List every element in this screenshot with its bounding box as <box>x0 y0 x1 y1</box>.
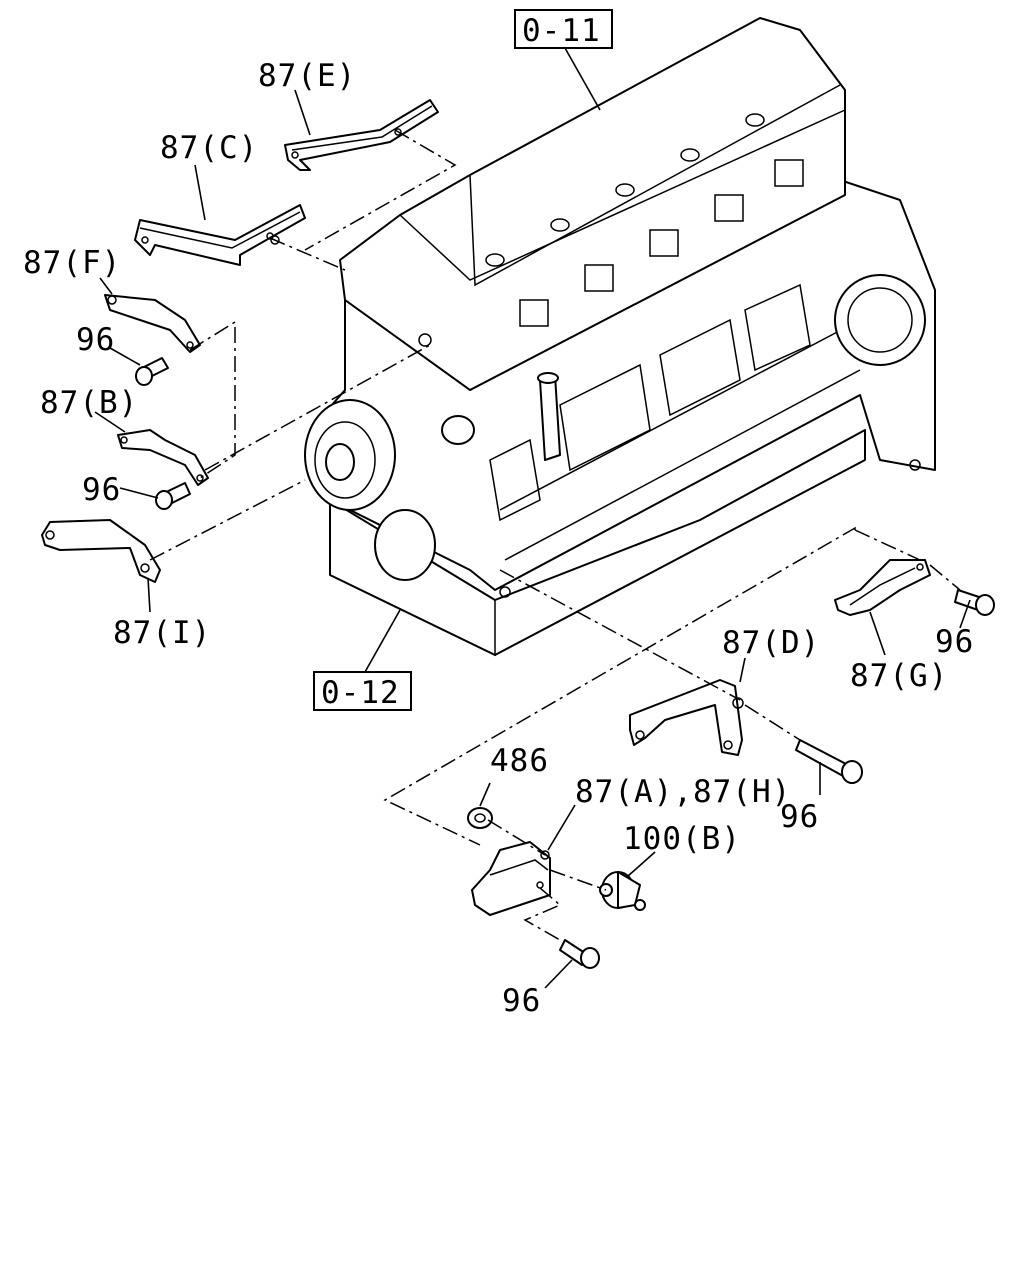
nut-486 <box>467 807 493 829</box>
bolt-96-e <box>559 939 600 969</box>
rubber-mount-100b <box>599 871 646 911</box>
assembly-lines <box>149 129 961 941</box>
label-87g: 87(G) <box>850 658 948 694</box>
label-87e: 87(E) <box>258 58 356 94</box>
label-96-b: 96 <box>82 472 121 508</box>
bracket-87i <box>41 519 161 583</box>
bracket-87a-87h <box>471 841 551 916</box>
bracket-87e <box>284 99 439 171</box>
label-486: 486 <box>490 743 549 779</box>
label-96-e: 96 <box>502 983 541 1019</box>
bracket-87g <box>834 559 931 616</box>
bracket-87f <box>104 294 201 353</box>
label-96-c: 96 <box>780 799 819 835</box>
label-87a-87h: 87(A),87(H) <box>575 774 791 810</box>
label-96-a: 96 <box>76 322 115 358</box>
label-87d: 87(D) <box>722 625 820 661</box>
ref-0-11-label: 0-11 <box>522 13 601 49</box>
label-100b: 100(B) <box>623 821 741 857</box>
leader-lines <box>94 47 971 989</box>
ref-box-0-12 <box>313 671 412 711</box>
label-87i: 87(I) <box>113 615 211 651</box>
bolt-96-a <box>135 357 169 386</box>
bolt-96-c <box>795 739 863 784</box>
label-96-d: 96 <box>935 624 974 660</box>
engine-block <box>270 17 936 657</box>
bracket-87d <box>629 679 744 756</box>
label-87b: 87(B) <box>40 385 138 421</box>
ref-0-12-label: 0-12 <box>321 675 400 711</box>
label-87c: 87(C) <box>160 130 258 166</box>
label-87f: 87(F) <box>23 245 121 281</box>
bracket-87b <box>117 429 209 486</box>
bracket-87c <box>134 204 306 266</box>
bolt-96-d <box>954 589 995 616</box>
bolt-96-b <box>155 482 191 510</box>
ref-box-0-11 <box>514 9 613 49</box>
